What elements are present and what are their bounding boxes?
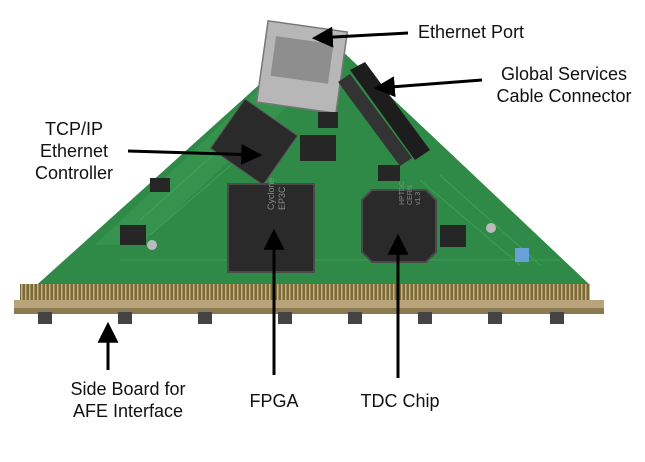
label-global-services: Global Services Cable Connector: [486, 63, 642, 107]
label-global-services-line-2: Cable Connector: [496, 86, 632, 106]
global-services-connector: [338, 62, 430, 166]
arrow-tcpip: [127, 143, 263, 165]
label-tcpip: TCP/IP Ethernet Controller: [22, 118, 126, 184]
label-tcpip-line-1: TCP/IP: [44, 119, 103, 139]
tcpip-controller-chip: [209, 98, 299, 186]
label-fpga: FPGA: [234, 390, 314, 412]
tdc-marking-1: HPTDC: [399, 181, 406, 205]
label-side-board-line-1: Side Board for: [70, 379, 186, 399]
side-board-connector: [14, 284, 604, 314]
label-fpga-line-1: FPGA: [249, 391, 299, 411]
label-side-board: Side Board for AFE Interface: [56, 378, 200, 422]
label-ethernet-port: Ethernet Port: [418, 21, 524, 43]
tdc-marking-2: CERN: [407, 185, 414, 205]
label-tdc-line-1: TDC Chip: [360, 391, 440, 411]
label-tcpip-line-3: Controller: [34, 163, 114, 183]
label-tcpip-line-2: Ethernet: [39, 141, 109, 161]
fpga-marking-2: EP3C: [277, 186, 287, 210]
standoffs: [38, 312, 564, 324]
fpga-chip: Cyclone EP3C: [227, 177, 315, 273]
tdc-marking-3: v1.3: [415, 192, 422, 205]
small-components: [120, 112, 529, 262]
arrow-ethernet-port: [311, 26, 409, 48]
label-tdc: TDC Chip: [348, 390, 452, 412]
arrow-global-services: [373, 76, 483, 98]
tdc-chip: HPTDC CERN v1.3: [361, 181, 437, 263]
label-global-services-line-1: Global Services: [500, 64, 628, 84]
label-ethernet-port-line-1: Ethernet Port: [418, 22, 525, 42]
annotation-arrows: [97, 26, 483, 378]
fpga-marking-1: Cyclone: [266, 177, 276, 210]
ethernet-port: [255, 19, 349, 115]
label-side-board-line-2: AFE Interface: [72, 401, 184, 421]
